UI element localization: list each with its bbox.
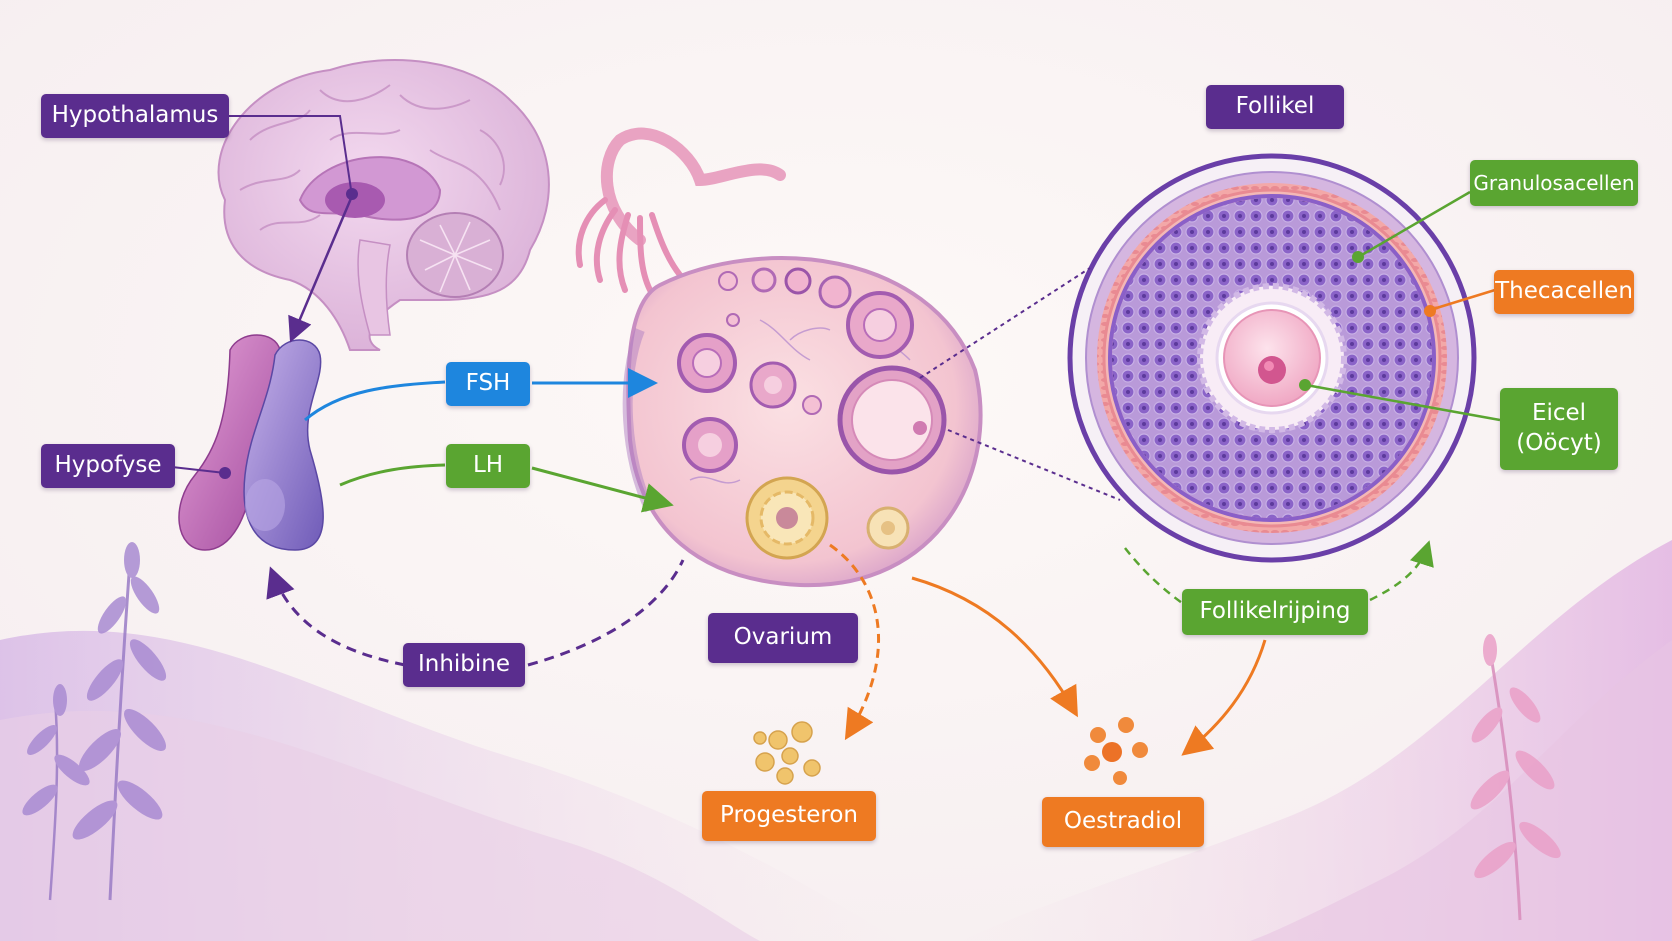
hypothalamus-label: Hypothalamus [41, 94, 229, 138]
oestradiol-molecules-icon [1084, 717, 1148, 785]
ovarium-label: Ovarium [708, 613, 858, 663]
follicle-cross-section-illustration [1067, 153, 1477, 563]
leaf-sprig-right-decoration [1470, 634, 1561, 921]
oocyt-label-line: (Oöcyt) [1516, 430, 1602, 456]
follikel-label: Follikel [1206, 85, 1344, 129]
hypofyse-label: Hypofyse [41, 444, 175, 488]
pituitary-gland-illustration [178, 334, 324, 551]
inhibine-label: Inhibine [403, 643, 525, 687]
granulosacellen-label: Granulosacellen [1470, 160, 1638, 206]
eicel-label: Eicel (Oöcyt) [1500, 388, 1618, 470]
ovary-illustration [575, 127, 983, 588]
background-waves [0, 540, 1672, 941]
lh-label: LH [446, 444, 530, 488]
follikelrijping-label: Follikelrijping [1182, 589, 1368, 635]
thecacellen-label: Thecacellen [1494, 270, 1634, 314]
progesteron-label: Progesteron [702, 791, 876, 841]
progesterone-molecules-icon [753, 721, 821, 785]
oestradiol-label: Oestradiol [1042, 797, 1204, 847]
fsh-label: FSH [446, 362, 530, 406]
corpus-luteum-illustration [745, 476, 910, 560]
connector-lines [171, 115, 1501, 756]
eicel-label-line: Eicel [1531, 400, 1587, 427]
brain-illustration [217, 59, 550, 351]
leaf-sprig-left-decoration [22, 542, 167, 901]
